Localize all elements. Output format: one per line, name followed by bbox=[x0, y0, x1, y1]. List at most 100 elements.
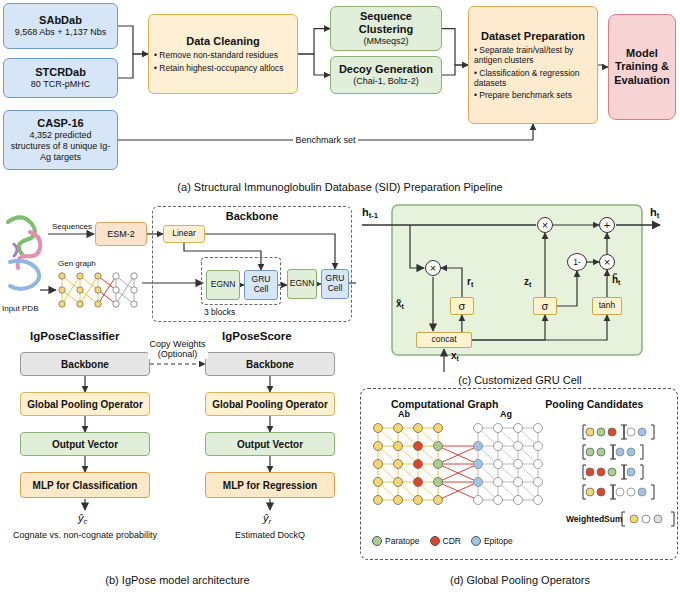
layer-box: EGNN bbox=[206, 270, 240, 300]
layer-box: Output Vector bbox=[205, 432, 335, 456]
connector-arrow bbox=[553, 224, 599, 225]
connector-arrow bbox=[269, 376, 270, 392]
node-title: × bbox=[604, 257, 610, 268]
connector-arrow bbox=[544, 233, 545, 297]
node-text: • Retain highest-occupancy altlocs bbox=[154, 63, 292, 73]
layer-box: Linear bbox=[163, 225, 205, 243]
connector-arrow bbox=[84, 416, 85, 432]
label: Input PDB bbox=[2, 304, 38, 313]
layer-box: MLP for Regression bbox=[205, 472, 335, 498]
connector-arrow bbox=[441, 268, 462, 297]
connector-arrow bbox=[118, 54, 148, 78]
output-box: Model Training & Evaluation bbox=[608, 14, 676, 120]
connector-arrow bbox=[147, 233, 163, 234]
edge-label: Benchmark set bbox=[293, 135, 357, 145]
node-title: CASP-16 bbox=[37, 117, 83, 130]
node-title: EGNN bbox=[290, 279, 315, 289]
legend-swatch bbox=[430, 536, 440, 546]
label: Ag bbox=[500, 409, 512, 419]
node-title: concat bbox=[431, 335, 456, 345]
graph-illustration bbox=[59, 273, 137, 307]
connector-arrow bbox=[472, 315, 545, 340]
label: Ab bbox=[398, 409, 410, 419]
connector-arrow bbox=[442, 65, 468, 75]
connector-arrow bbox=[606, 233, 607, 254]
node-title: tanh bbox=[599, 301, 616, 311]
node-title: σ bbox=[542, 301, 549, 312]
node-title: Backbone bbox=[61, 359, 109, 370]
node-text: (Chai-1, Boltz-2) bbox=[353, 76, 419, 87]
source-box: STCRDab80 TCR-pMHC bbox=[3, 58, 118, 98]
edge-label: Copy Weights (Optional) bbox=[148, 339, 208, 360]
layer-box: GRU Cell bbox=[321, 269, 349, 299]
label: h̃t bbox=[612, 274, 620, 285]
node-title: GRU Cell bbox=[323, 274, 347, 294]
node-title: STCRDab bbox=[35, 66, 86, 79]
node-text: (MMseqs2) bbox=[363, 36, 408, 47]
node-text: 9,568 Abs + 1,137 Nbs bbox=[15, 27, 106, 38]
activation-box: σ bbox=[450, 297, 474, 315]
node-title: Dataset Preparation bbox=[481, 30, 585, 43]
node-title: 1- bbox=[573, 258, 581, 267]
connector-arrow bbox=[442, 29, 468, 65]
layer-box: EGNN bbox=[287, 269, 317, 299]
connector-arrow bbox=[150, 363, 205, 364]
layer-box: Global Pooling Operator bbox=[20, 392, 150, 416]
caption: (b) IgPose model architecture bbox=[0, 574, 355, 586]
connector-arrow bbox=[587, 261, 599, 262]
operator-circle: 1- bbox=[567, 253, 587, 271]
model-box: ESM-2 bbox=[95, 222, 147, 246]
node-text: • Remove non-standard residues bbox=[154, 50, 292, 60]
layer-box: MLP for Classification bbox=[20, 472, 150, 498]
process-box: Dataset Preparation• Separate train/val/… bbox=[468, 6, 598, 124]
label: ht bbox=[650, 206, 659, 218]
connector-arrow bbox=[298, 29, 330, 54]
caption: (c) Customized GRU Cell bbox=[360, 374, 680, 386]
connector-arrow bbox=[557, 271, 577, 306]
gru-cell-box bbox=[392, 205, 642, 355]
label: x̃t bbox=[396, 298, 404, 309]
caption: (d) Global Pooling Operators bbox=[360, 574, 680, 586]
node-text: Pooling Candidates bbox=[545, 398, 643, 410]
node-title: × bbox=[542, 220, 548, 231]
operator-circle: + bbox=[599, 217, 615, 233]
layer-box: Backbone bbox=[20, 352, 150, 376]
node-title: Output Vector bbox=[237, 439, 303, 450]
legend-text: CDR bbox=[443, 536, 461, 546]
legend-swatch bbox=[471, 536, 481, 546]
connector-arrow bbox=[269, 416, 270, 432]
node-title: SAbDab bbox=[39, 14, 82, 27]
caption: (a) Structural Immunoglobulin Database (… bbox=[0, 181, 680, 193]
label: IgPoseClassifier bbox=[30, 330, 119, 342]
connector-arrow bbox=[278, 284, 287, 285]
node-title: Data Cleaning bbox=[186, 35, 259, 48]
source-box: CASP-164,352 predicted structures of 8 u… bbox=[3, 110, 118, 170]
node-text: • Prepare benchmark sets bbox=[474, 90, 592, 100]
activation-box: σ bbox=[533, 297, 557, 315]
label: Sequences bbox=[52, 222, 92, 231]
connector-arrow bbox=[472, 315, 607, 340]
node-title: 3 blocks bbox=[204, 308, 235, 318]
block-group: 3 blocksEGNNGRU Cell bbox=[201, 257, 281, 305]
connector-arrow bbox=[461, 315, 462, 332]
connector-arrow bbox=[298, 54, 330, 75]
label: xt bbox=[451, 350, 459, 361]
layer-box: Backbone bbox=[205, 352, 335, 376]
node-title: ESM-2 bbox=[107, 229, 135, 240]
node-text: 80 TCR-pMHC bbox=[31, 79, 90, 90]
label: Cognate vs. non-cognate probability bbox=[5, 530, 165, 540]
node-title: × bbox=[430, 263, 436, 274]
node-title: Sequence Clustering bbox=[336, 10, 436, 36]
legend-item: CDR bbox=[430, 536, 461, 546]
activation-box: tanh bbox=[592, 297, 622, 315]
node-title: Global Pooling Operator bbox=[212, 399, 328, 410]
node-title: Linear bbox=[172, 229, 196, 239]
legend-item: Paratope bbox=[372, 536, 420, 546]
legend-text: Epitope bbox=[484, 536, 513, 546]
connector-arrow bbox=[84, 456, 85, 472]
connector-arrow bbox=[606, 270, 607, 297]
node-title: Global Pooling Operator bbox=[27, 399, 143, 410]
layer-box: Output Vector bbox=[20, 432, 150, 456]
operator-circle: × bbox=[599, 254, 615, 270]
